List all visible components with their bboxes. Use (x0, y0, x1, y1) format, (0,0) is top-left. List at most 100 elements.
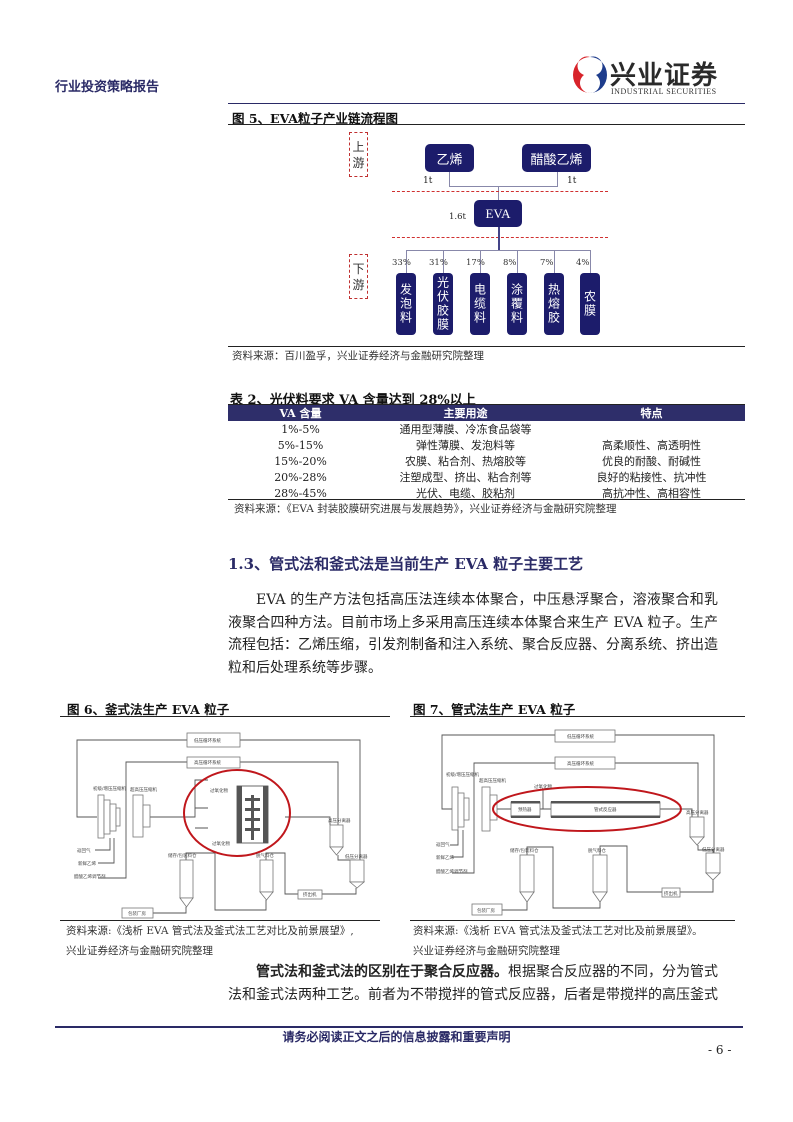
connector (406, 250, 407, 273)
label: 返回气 (436, 841, 450, 848)
upstream-char: 上 (352, 139, 365, 154)
share-label: 17% (466, 258, 485, 268)
label: 管式反应器 (594, 806, 617, 813)
col-header: 主要用途 (373, 405, 558, 421)
label: 醋酸乙烯调节剂 (74, 873, 106, 880)
ratio-label: 1t (567, 176, 577, 186)
application-box: 光伏胶膜 (433, 273, 453, 335)
figure7-source-line2: 兴业证券经济与金融研究院整理 (413, 945, 560, 957)
table2-source: 资料来源：《EVA 封装胶膜研究进展与发展趋势》，兴业证券经济与金融研究院整理 (234, 503, 617, 515)
figure7-source-line1: 资料来源:《浅析 EVA 管式法及釜式法工艺对比及前景展望》。 (413, 925, 703, 937)
table-cell: 弹性薄膜、发泡料等 (416, 439, 515, 452)
product-eva: EVA (474, 200, 522, 227)
table-row: 28%-45%光伏、电缆、胶粘剂高抗冲性、高相容性 (228, 485, 745, 501)
stage-divider (392, 191, 608, 192)
closing-text: 根据聚合反应器的不同，分为管式法和釜式法两种工艺。前者为不带搅拌的管式反应器，后… (228, 964, 718, 1003)
application-box: 农膜 (580, 273, 600, 335)
upstream-char: 游 (352, 155, 365, 170)
table-cell: 高抗冲性、高相容性 (602, 487, 701, 500)
connector (480, 250, 481, 273)
connector (498, 227, 500, 250)
label: 返回气 (77, 847, 91, 854)
share-label: 8% (503, 258, 517, 268)
page-number: - 6 - (708, 1043, 732, 1057)
label: 预热器 (518, 806, 532, 813)
label: 高压循环系统 (194, 759, 221, 766)
label: 包装厂房 (477, 907, 495, 914)
table-cell: 农膜、粘合剂、热熔胶等 (405, 455, 526, 468)
share-label: 33% (392, 258, 411, 268)
report-type: 行业投资策略报告 (55, 80, 160, 95)
stage-divider (392, 237, 608, 238)
label: 新鲜乙烯 (78, 860, 96, 867)
label: 过氧化物 (534, 783, 552, 790)
connector (449, 172, 450, 186)
figure5-source: 资料来源：百川盈孚，兴业证券经济与金融研究院整理 (232, 350, 484, 362)
highlight-ellipse (492, 786, 682, 832)
label: 过氧化物 (210, 787, 228, 794)
upstream-tag: 上游 (349, 132, 368, 177)
table-cell: 注塑成型、挤出、粘合剂等 (399, 471, 532, 484)
closing-paragraph: 管式法和釜式法的区别在于聚合反应器。根据聚合反应器的不同，分为管式法和釜式法两种… (228, 961, 718, 1006)
table-cell: 良好的粘接性、抗冲性 (596, 471, 707, 484)
share-label: 31% (429, 258, 448, 268)
figure6-source-line1: 资料来源:《浅析 EVA 管式法及釜式法工艺对比及前景展望》, (66, 925, 354, 937)
section-paragraph: EVA 的生产方法包括高压法连续本体聚合，中压悬浮聚合，溶液聚合和乳液聚合四种方… (228, 592, 718, 676)
downstream-tag: 下游 (349, 254, 368, 299)
downstream-char: 游 (352, 277, 365, 292)
divider (228, 103, 745, 104)
col-header: 特点 (558, 405, 745, 421)
footer-divider (55, 1026, 743, 1028)
label: 超高压压缩机 (130, 786, 157, 793)
table-cell: 优良的耐酸、耐碱性 (602, 455, 701, 468)
figure7-title: 图 7、管式法生产 EVA 粒子 (413, 702, 576, 717)
figure5-title: 图 5、EVA粒子产业链流程图 (232, 111, 399, 126)
figure6-title: 图 6、釜式法生产 EVA 粒子 (67, 702, 230, 717)
logo-en: INDUSTRIAL SECURITIES (611, 87, 717, 96)
table-cell: 通用型薄膜、冷冻食品袋等 (399, 423, 532, 436)
low-loop-box (186, 732, 241, 748)
figure6-source-line2: 兴业证券经济与金融研究院整理 (66, 945, 213, 957)
divider (228, 404, 745, 405)
autoclave-reactor (236, 785, 269, 844)
label: 低压循环系统 (567, 733, 594, 740)
table-cell: 28%-45% (274, 486, 327, 500)
company-logo-icon (573, 56, 607, 93)
divider (60, 920, 380, 921)
label: 高压分离器 (328, 817, 351, 824)
label: 储存/包装料仓 (510, 847, 539, 854)
tubular-process-diagram: 低压循环系统 高压循环系统 初级/增压压缩机 超高压压缩机 过氧化物 预热器 管… (436, 729, 725, 916)
table-cell: 1%-5% (281, 422, 320, 436)
table-row: 5%-15%弹性薄膜、发泡料等高柔顺性、高透明性 (228, 437, 745, 453)
label: 储存/包装料仓 (168, 852, 197, 859)
label: 低压分离器 (345, 853, 368, 860)
table-row: 20%-28% 注塑成型、挤出、粘合剂等 良好的粘接性、抗冲性 (228, 469, 745, 485)
divider (410, 920, 735, 921)
input-ethylene: 乙烯 (425, 144, 474, 172)
divider (228, 124, 745, 125)
connector (517, 250, 518, 273)
footer-disclaimer: 请务必阅读正文之后的信息披露和重要声明 (282, 1030, 511, 1044)
label: 醋酸乙烯调节剂 (436, 868, 468, 875)
label: 超高压压缩机 (479, 777, 506, 784)
table-cell: 20%-28% (274, 470, 327, 484)
label: 挤出机 (303, 891, 317, 898)
table-cell: 15%-20% (274, 454, 327, 468)
table-row: 15%-20% 农膜、粘合剂、热熔胶等 优良的耐酸、耐碱性 (228, 453, 745, 469)
divider (228, 499, 745, 500)
high-loop-box (186, 756, 241, 769)
application-box: 发泡料 (396, 273, 416, 335)
application-box: 电缆料 (470, 273, 490, 335)
connector (554, 250, 555, 273)
application-box: 热熔胶 (544, 273, 564, 335)
ratio-label: 1t (423, 176, 433, 186)
label: 过氧化物 (212, 840, 230, 847)
ratio-label: 1.6t (449, 212, 466, 222)
logo-cn: 兴业证券 (610, 61, 719, 91)
downstream-char: 下 (352, 261, 365, 276)
label: 高压分离器 (686, 809, 709, 816)
connector (406, 250, 591, 251)
connector (557, 172, 558, 186)
